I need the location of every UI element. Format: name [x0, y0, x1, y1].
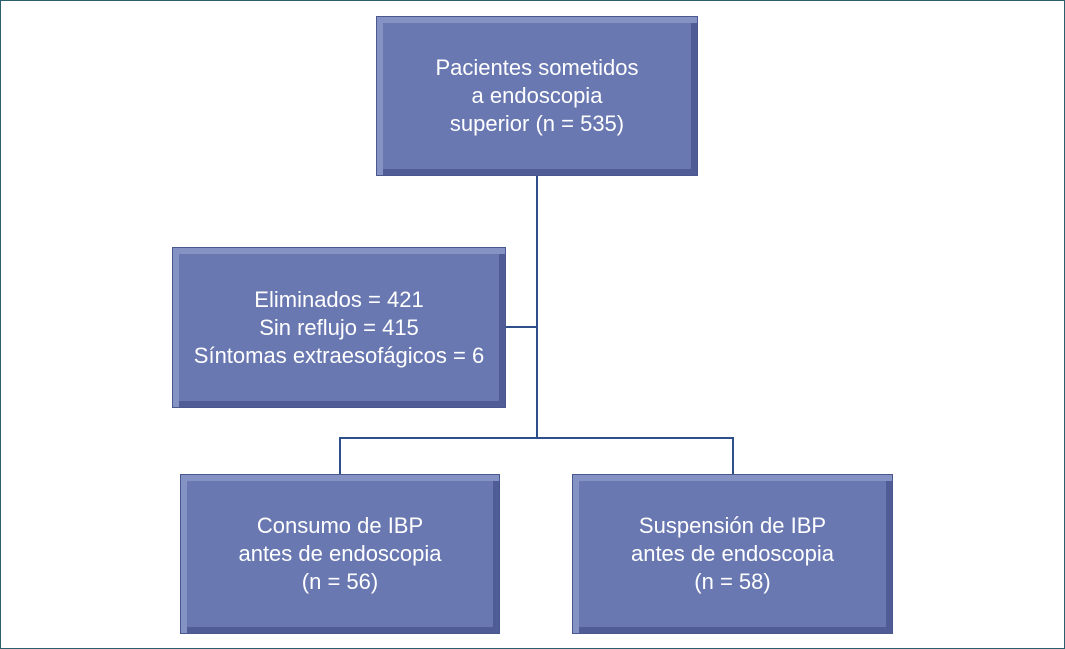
- node-excluded: Eliminados = 421 Sin reflujo = 415 Sínto…: [172, 247, 506, 408]
- node-text-line: antes de endoscopia: [238, 541, 442, 566]
- node-text-line: Consumo de IBP: [256, 513, 424, 538]
- node-text-line: superior (n = 535): [449, 111, 625, 136]
- node-ibp-suspension: Suspensión de IBP antes de endoscopia (n…: [572, 474, 893, 634]
- node-text-line: Suspensión de IBP: [638, 513, 827, 538]
- node-text-line: antes de endoscopia: [630, 541, 835, 566]
- node-text-line: (n = 56): [301, 569, 379, 594]
- node-text-line: Pacientes sometidos: [435, 55, 639, 80]
- node-text-line: Síntomas extraesofágicos = 6: [193, 342, 485, 368]
- node-text-line: (n = 58): [694, 569, 771, 594]
- node-text-line: a endoscopia: [471, 83, 603, 108]
- node-patients-endoscopy: Pacientes sometidos a endoscopia superio…: [376, 16, 698, 176]
- node-text-line: Eliminados = 421: [254, 286, 424, 312]
- node-ibp-consumption: Consumo de IBP antes de endoscopia (n = …: [180, 474, 500, 634]
- node-text-line: Sin reflujo = 415: [259, 314, 419, 340]
